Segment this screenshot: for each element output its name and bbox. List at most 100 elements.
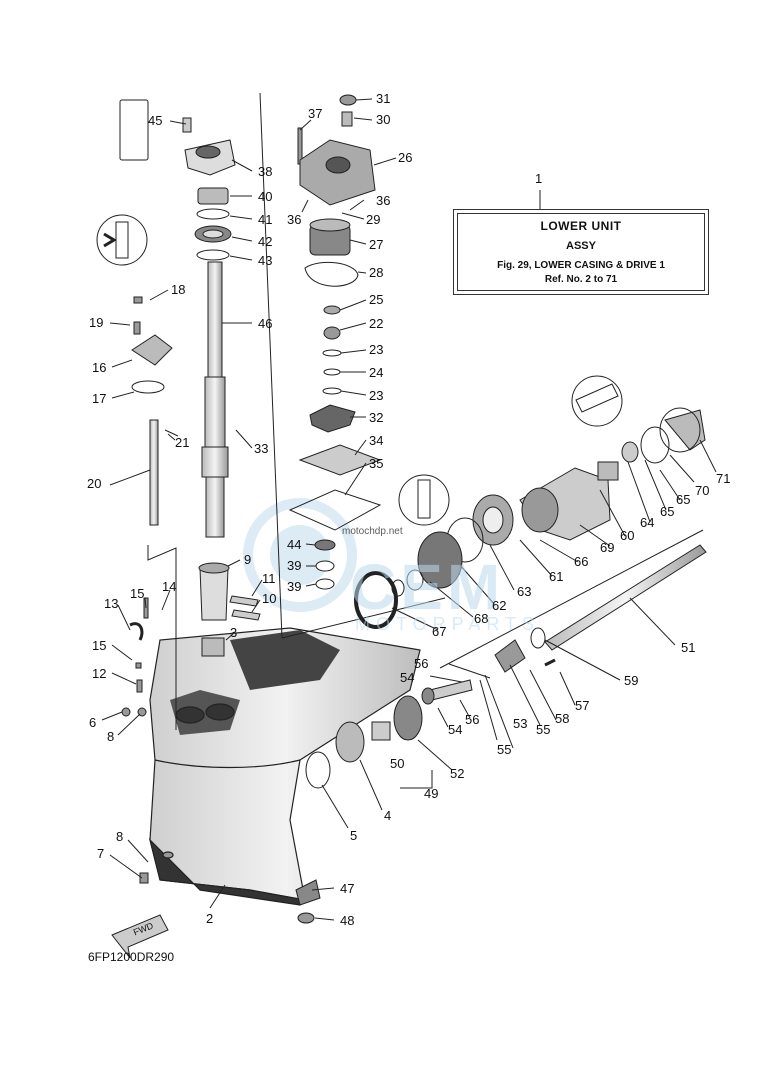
callout-label[interactable]: 45	[148, 113, 163, 128]
callout-label[interactable]: 37	[308, 106, 323, 121]
callout-label[interactable]: 23	[369, 342, 384, 357]
callout-label[interactable]: 9	[244, 552, 252, 567]
callout-label[interactable]: 8	[107, 729, 115, 744]
callout-label[interactable]: 50	[390, 756, 405, 771]
callout-label[interactable]: 5	[350, 828, 358, 843]
part-title-box: LOWER UNIT ASSY Fig. 29, LOWER CASING & …	[453, 209, 709, 295]
callout-label[interactable]: 55	[536, 722, 551, 737]
callout-label[interactable]: 8	[116, 829, 124, 844]
callout-label[interactable]: 49	[424, 786, 439, 801]
callout-label[interactable]: 11	[262, 571, 276, 586]
callout-label[interactable]: 25	[369, 292, 384, 307]
callout-label[interactable]: 39	[287, 558, 302, 573]
callout-label[interactable]: 51	[681, 640, 696, 655]
callout-label[interactable]: 59	[624, 673, 639, 688]
callout-label[interactable]: 18	[171, 282, 186, 297]
callout-label[interactable]: 39	[287, 579, 302, 594]
callout-label[interactable]: 19	[89, 315, 104, 330]
callout-label[interactable]: 32	[369, 410, 384, 425]
callout-label[interactable]: 64	[640, 515, 655, 530]
callout-label[interactable]: 62	[492, 598, 507, 613]
callout-label[interactable]: 21	[175, 435, 190, 450]
callout-label[interactable]: 23	[369, 388, 384, 403]
watermark-small-text: motochdp.net	[342, 526, 403, 537]
drive-shaft	[201, 261, 229, 538]
callout-label[interactable]: 69	[600, 540, 615, 555]
callout-label[interactable]: 38	[258, 164, 273, 179]
watermark-subtitle: MOTORPARTS	[355, 614, 541, 634]
water-pump-group	[288, 94, 382, 590]
callout-label[interactable]: 1	[535, 171, 543, 186]
callout-label[interactable]: 10	[262, 591, 277, 606]
callout-label[interactable]: 65	[676, 492, 691, 507]
callout-label[interactable]: 12	[92, 666, 107, 681]
callout-label[interactable]: 46	[258, 316, 273, 331]
callout-label[interactable]: 28	[369, 265, 384, 280]
callout-label[interactable]: 56	[414, 656, 429, 671]
upper-housing-group	[182, 117, 236, 261]
callout-label[interactable]: 66	[574, 554, 589, 569]
callout-label[interactable]: 61	[549, 569, 564, 584]
callout-label[interactable]: 31	[376, 91, 391, 106]
callout-label[interactable]: 26	[398, 150, 413, 165]
callout-label[interactable]: 52	[450, 766, 465, 781]
callout-label[interactable]: 16	[92, 360, 107, 375]
callout-label[interactable]: 2	[206, 911, 214, 926]
callout-label[interactable]: 53	[513, 716, 528, 731]
drawing-code: 6FP1200DR290	[88, 950, 175, 964]
callout-label[interactable]: 30	[376, 112, 391, 127]
sleeve-bearing-group	[198, 562, 261, 657]
watermark-brand: CEM	[350, 551, 505, 623]
callout-label[interactable]: 57	[575, 698, 590, 713]
callout-label[interactable]: 60	[620, 528, 635, 543]
callout-label[interactable]: 43	[258, 253, 273, 268]
title-line-2: ASSY	[566, 240, 596, 252]
callout-label[interactable]: 71	[716, 471, 731, 486]
callout-label[interactable]: 33	[254, 441, 269, 456]
callout-label[interactable]: 44	[287, 537, 302, 552]
callout-label[interactable]: 65	[660, 504, 675, 519]
callout-label[interactable]: 70	[695, 483, 710, 498]
callout-label[interactable]: 47	[340, 881, 355, 896]
callout-label[interactable]: 55	[497, 742, 512, 757]
callout-label[interactable]: 63	[517, 584, 532, 599]
callout-label[interactable]: 40	[258, 189, 273, 204]
callout-label[interactable]: 13	[104, 596, 119, 611]
grease-icon-mid	[398, 474, 450, 526]
callout-label[interactable]: 6	[89, 715, 97, 730]
propeller-shaft-group	[139, 407, 707, 924]
title-line-4: Ref. No. 2 to 71	[544, 274, 618, 285]
callout-label[interactable]: 36	[287, 212, 302, 227]
watermark-logo	[243, 498, 357, 612]
callout-label[interactable]: 54	[448, 722, 463, 737]
grease-icon-right	[571, 375, 623, 427]
callout-label[interactable]: 27	[369, 237, 384, 252]
callout-label[interactable]: 3	[230, 625, 238, 640]
title-line-1: LOWER UNIT	[540, 219, 622, 233]
callout-label[interactable]: 7	[97, 846, 105, 861]
callout-label[interactable]: 68	[474, 611, 489, 626]
callout-label[interactable]: 15	[130, 586, 145, 601]
callout-label[interactable]: 41	[258, 212, 273, 227]
callout-label[interactable]: 58	[555, 711, 570, 726]
callout-label[interactable]: 14	[162, 579, 177, 594]
callout-label[interactable]: 4	[384, 808, 392, 823]
callout-label[interactable]: 20	[87, 476, 102, 491]
callout-label[interactable]: 22	[369, 316, 384, 331]
callout-label[interactable]: 67	[432, 624, 447, 639]
callout-label[interactable]: 56	[465, 712, 480, 727]
callout-label[interactable]: 48	[340, 913, 355, 928]
fwd-arrow-icon	[111, 914, 169, 959]
callout-label[interactable]: 36	[376, 193, 391, 208]
callout-label[interactable]: 34	[369, 433, 384, 448]
callout-label[interactable]: 42	[258, 234, 273, 249]
callout-label[interactable]: 17	[92, 391, 107, 406]
callout-label[interactable]: 29	[366, 212, 381, 227]
shift-rod-group	[119, 99, 179, 717]
callout-label[interactable]: 35	[369, 456, 384, 471]
callout-label[interactable]: 15	[92, 638, 107, 653]
callout-label[interactable]: 54	[400, 670, 415, 685]
callout-label[interactable]: 24	[369, 365, 384, 380]
